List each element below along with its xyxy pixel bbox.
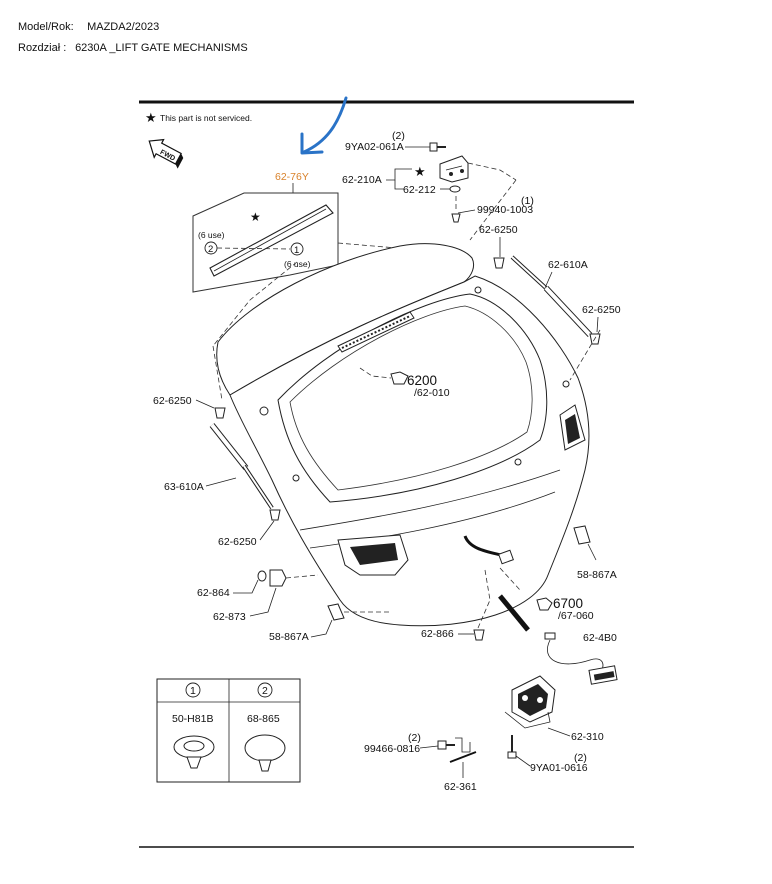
label-6700: 6700 xyxy=(553,596,583,611)
label-99940: 99940-1003 xyxy=(477,204,533,216)
nut-62-866-icon xyxy=(473,629,485,641)
bolt-9ya02-icon xyxy=(429,142,446,152)
qty-9ya01: (2) xyxy=(574,752,587,764)
inset-n2: 2 xyxy=(208,244,213,255)
label-6200: 6200 xyxy=(407,373,437,388)
label-62-4b0: 62-4B0 xyxy=(583,632,617,644)
glass-part-icon xyxy=(390,371,409,385)
table-col2-num: 2 xyxy=(262,685,268,697)
inset-6use-left: (6 use) xyxy=(198,230,225,240)
inset-n1: 1 xyxy=(294,245,299,256)
ball-stud-top-right-icon xyxy=(493,257,505,269)
model-value: MAZDA2/2023 xyxy=(87,21,160,33)
harness-6700-icon xyxy=(463,535,530,632)
bolt-99466-icon xyxy=(437,740,455,750)
model-label: Model/Rok: xyxy=(18,21,74,33)
fwd-arrow-icon: FWD xyxy=(148,138,184,169)
label-62-210a: 62-210A xyxy=(342,174,382,186)
label-62-873: 62-873 xyxy=(213,611,246,623)
release-cable-icon xyxy=(544,632,618,685)
qty-99466: (2) xyxy=(408,732,421,744)
qty-99940: (1) xyxy=(521,195,534,207)
label-58-867a-left: 58-867A xyxy=(269,631,309,643)
inset-star-icon: ★ xyxy=(250,210,261,224)
striker-62-361-icon xyxy=(449,737,477,778)
label-62-6250-right: 62-6250 xyxy=(582,304,621,316)
label-62-6250-top-right: 62-6250 xyxy=(479,224,518,236)
gas-strut-left-icon xyxy=(209,423,274,510)
label-62-6250-left: 62-6250 xyxy=(153,395,192,407)
label-67-060: /67-060 xyxy=(558,610,594,622)
clip-58-867a-right-icon xyxy=(573,525,591,545)
label-9ya02: 9YA02-061A xyxy=(345,141,404,153)
parts-table: 1 2 50-H81B 68-865 xyxy=(156,678,301,783)
latch-62-310-icon xyxy=(504,675,556,729)
gas-strut-right-icon xyxy=(510,255,593,338)
nut-99940-icon xyxy=(451,213,461,223)
label-62-010: /62-010 xyxy=(414,387,450,399)
highlight-part-number: 62-76Y xyxy=(275,171,309,183)
star-icon: ★ xyxy=(145,110,157,125)
star-note: This part is not serviced. xyxy=(160,113,252,123)
section-value: 6230A _LIFT GATE MECHANISMS xyxy=(75,42,248,54)
header-section: Rozdział : 6230A _LIFT GATE MECHANISMS xyxy=(18,42,248,54)
label-62-212: 62-212 xyxy=(403,184,436,196)
hinge-star-icon: ★ xyxy=(414,164,426,179)
label-62-866: 62-866 xyxy=(421,628,454,640)
connector-6700-icon xyxy=(536,597,553,611)
qty-9ya02: (2) xyxy=(392,130,405,142)
ball-stud-bottom-left-icon xyxy=(269,509,281,521)
label-99466: 99466-0816 xyxy=(364,743,420,755)
trim-strip-inset: ★ (6 use) 2 1 (6 use) xyxy=(192,192,339,293)
ball-stud-left-icon xyxy=(214,407,226,419)
header-model: Model/Rok: MAZDA2/2023 xyxy=(18,21,159,33)
bumper-62-873-icon xyxy=(269,569,287,587)
inset-6use-right: (6 use) xyxy=(284,259,311,269)
table-col1-num: 1 xyxy=(190,685,196,697)
annotation-arrow-icon xyxy=(300,96,348,155)
clip-68-865-icon xyxy=(244,734,286,772)
cap-62-864-icon xyxy=(257,570,267,582)
label-62-6250-bottom-left: 62-6250 xyxy=(218,536,257,548)
clip-50-h81b-icon xyxy=(173,735,215,769)
label-9ya01: 9YA01-0616 xyxy=(530,762,588,774)
lift-gate-body xyxy=(216,243,590,627)
table-col2-code: 68-865 xyxy=(247,713,280,725)
bolt-9ya01-icon xyxy=(507,735,517,759)
hinge-icon xyxy=(439,155,469,183)
label-62-610a: 62-610A xyxy=(548,259,588,271)
label-62-361: 62-361 xyxy=(444,781,477,793)
clip-58-867a-left-icon xyxy=(327,603,345,621)
table-col1-code: 50-H81B xyxy=(172,713,213,725)
label-62-864: 62-864 xyxy=(197,587,230,599)
label-63-610a: 63-610A xyxy=(164,481,204,493)
label-58-867a-right: 58-867A xyxy=(577,569,617,581)
label-62-310: 62-310 xyxy=(571,731,604,743)
section-label: Rozdział : xyxy=(18,42,67,54)
washer-icon xyxy=(449,185,461,193)
